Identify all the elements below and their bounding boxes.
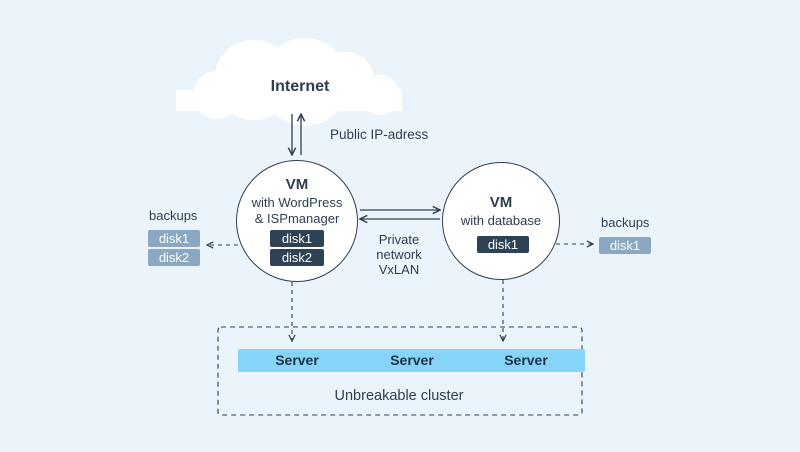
vm-wordpress-desc-line2: & ISPmanager [254, 211, 340, 226]
backups-left-label: backups [149, 208, 198, 223]
cloud-icon [176, 38, 402, 126]
vm-wordpress-title: VM [285, 176, 309, 193]
vm-wordpress-desc-line1: with WordPress [251, 195, 343, 210]
cluster-label: Unbreakable cluster [334, 388, 464, 404]
vm-database-title: VM [489, 194, 513, 211]
cluster-server-2: Server [353, 349, 471, 372]
vm-wordpress-disk2: disk2 [270, 249, 324, 266]
private-network-line1: Private [378, 232, 420, 247]
backups-right-label: backups [601, 215, 650, 230]
vm-database-desc: with database [460, 213, 542, 228]
private-network-line3: VxLAN [378, 262, 420, 277]
vm-wordpress-disk1: disk1 [270, 230, 324, 247]
vm-database-disk1: disk1 [477, 236, 529, 253]
vm-database-node [442, 162, 560, 280]
cluster-server-1: Server [238, 349, 356, 372]
cluster-server-3: Server [467, 349, 585, 372]
private-network-line2: network [376, 247, 422, 262]
public-ip-label: Public IP-adress [330, 127, 429, 142]
internet-label: Internet [270, 78, 330, 95]
backups-right-disk1: disk1 [599, 237, 651, 254]
backups-left-disk1: disk1 [148, 230, 200, 247]
backups-left-disk2: disk2 [148, 249, 200, 266]
